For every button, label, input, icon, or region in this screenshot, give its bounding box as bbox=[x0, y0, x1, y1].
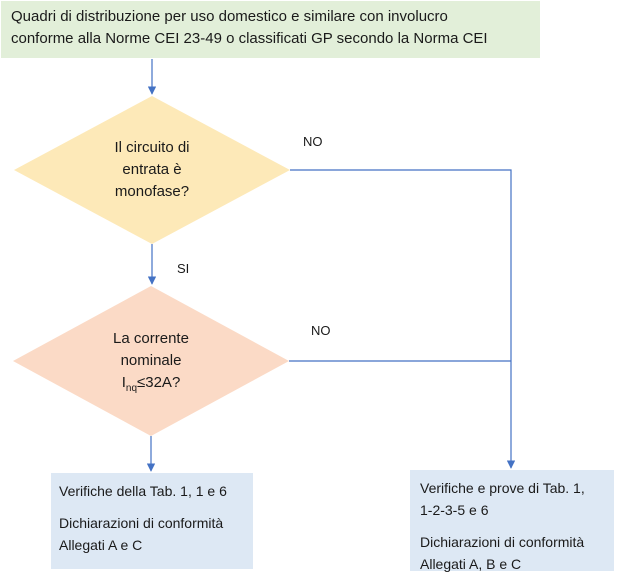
decision1-line2: entrata è bbox=[122, 161, 182, 178]
left-box-line2: Dichiarazioni di conformità bbox=[59, 515, 224, 531]
decision1-line1: Il circuito di bbox=[114, 139, 190, 156]
right-box-line2: 1-2-3-5 e 6 bbox=[420, 502, 489, 518]
right-box-line3: Dichiarazioni di conformità bbox=[420, 534, 585, 550]
current-symbol: I bbox=[121, 374, 126, 391]
result-box-right: Verifiche e prove di Tab. 1, 1-2-3-5 e 6… bbox=[410, 470, 614, 572]
decision2-line2: nominale bbox=[120, 352, 182, 369]
start-box-line2: conforme alla Norme CEI 23-49 o classifi… bbox=[11, 30, 488, 47]
left-box-line1: Verifiche della Tab. 1, 1 e 6 bbox=[59, 483, 227, 499]
current-limit: ≤32A? bbox=[137, 374, 181, 391]
decision1-text: Il circuito di entrata è monofase? bbox=[82, 137, 222, 203]
start-box: Quadri di distribuzione per uso domestic… bbox=[1, 1, 540, 58]
label-si: SI bbox=[177, 261, 190, 276]
decision1-line3: monofase? bbox=[114, 183, 190, 200]
connector-decision1-no bbox=[290, 169, 516, 469]
right-box-line4: Allegati A, B e C bbox=[420, 556, 522, 572]
left-box-line3: Allegati A e C bbox=[59, 537, 143, 553]
current-subscript: nq bbox=[125, 383, 138, 394]
decision2-line3: Inq≤32A? bbox=[81, 372, 221, 400]
decision-diamond-corrente bbox=[13, 286, 289, 436]
label-no-2: NO bbox=[311, 323, 331, 338]
result-box-left: Verifiche della Tab. 1, 1 e 6 Dichiarazi… bbox=[51, 473, 253, 569]
decision2-line1: La corrente bbox=[113, 330, 189, 347]
decision-diamond-monofase bbox=[14, 96, 290, 244]
right-box-line1: Verifiche e prove di Tab. 1, bbox=[420, 480, 585, 496]
decision2-text: La corrente nominale Inq≤32A? bbox=[81, 328, 221, 400]
start-box-line1: Quadri di distribuzione per uso domestic… bbox=[11, 8, 448, 25]
label-no-1: NO bbox=[303, 134, 323, 149]
